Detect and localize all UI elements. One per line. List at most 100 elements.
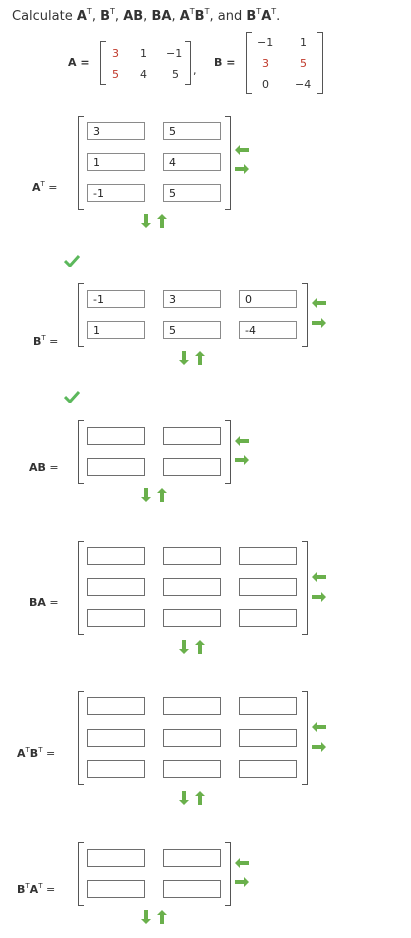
arrow-left-icon[interactable]	[312, 722, 326, 732]
arrow-right-icon[interactable]	[312, 592, 326, 602]
arrow-left-icon[interactable]	[312, 298, 326, 308]
arrow-right-icon[interactable]	[235, 164, 249, 174]
matrix-a-label: A =	[68, 56, 90, 69]
at-cell-3-2[interactable]	[163, 184, 221, 202]
matrix-b-entry: −1	[257, 36, 274, 49]
matrix-a-bracket-left	[100, 41, 106, 85]
arrow-up-icon[interactable]	[195, 351, 205, 365]
bt-bracket-left	[78, 283, 84, 347]
at-label: AT =	[32, 180, 58, 194]
bt-cell-1-3[interactable]	[239, 290, 297, 308]
matrix-a-entry: 3	[112, 47, 119, 60]
bt-cell-1-1[interactable]	[87, 290, 145, 308]
matrix-a-entry: 5	[172, 68, 179, 81]
matrix-b-entry: −4	[295, 78, 312, 91]
atbt-cell-1-3[interactable]	[239, 697, 297, 715]
atbt-cell-2-3[interactable]	[239, 729, 297, 747]
ba-bracket-left	[78, 541, 84, 635]
matrix-b-bracket-right	[317, 32, 323, 94]
matrix-a-bracket-right	[185, 41, 191, 85]
arrow-right-icon[interactable]	[312, 318, 326, 328]
matrix-a-entry: 1	[140, 47, 147, 60]
ab-cell-2-2[interactable]	[163, 458, 221, 476]
atbt-bracket-right	[302, 691, 308, 785]
btat-cell-2-2[interactable]	[163, 880, 221, 898]
matrix-a-entry: 4	[140, 68, 147, 81]
matrix-b-entry: 3	[262, 57, 269, 70]
atbt-bracket-left	[78, 691, 84, 785]
ab-bracket-left	[78, 420, 84, 484]
atbt-cell-3-1[interactable]	[87, 760, 145, 778]
bt-cell-1-2[interactable]	[163, 290, 221, 308]
btat-label: BTAT =	[17, 882, 56, 896]
arrow-right-icon[interactable]	[235, 455, 249, 465]
ba-bracket-right	[302, 541, 308, 635]
btat-cell-1-1[interactable]	[87, 849, 145, 867]
btat-cell-1-2[interactable]	[163, 849, 221, 867]
at-cell-1-2[interactable]	[163, 122, 221, 140]
atbt-cell-1-1[interactable]	[87, 697, 145, 715]
arrow-left-icon[interactable]	[312, 572, 326, 582]
ab-cell-2-1[interactable]	[87, 458, 145, 476]
ba-cell-3-3[interactable]	[239, 609, 297, 627]
at-cell-1-1[interactable]	[87, 122, 145, 140]
bt-cell-2-1[interactable]	[87, 321, 145, 339]
arrow-left-icon[interactable]	[235, 858, 249, 868]
at-bracket-right	[225, 116, 231, 210]
at-cell-2-2[interactable]	[163, 153, 221, 171]
at-cell-3-1[interactable]	[87, 184, 145, 202]
arrow-left-icon[interactable]	[235, 145, 249, 155]
atbt-cell-1-2[interactable]	[163, 697, 221, 715]
matrix-a-entry: 5	[112, 68, 119, 81]
arrow-left-icon[interactable]	[235, 436, 249, 446]
question-text: Calculate AT, BT, AB, BA, ATBT, and BTAT…	[12, 7, 281, 24]
arrow-down-icon[interactable]	[179, 791, 189, 805]
bt-bracket-right	[302, 283, 308, 347]
ba-cell-2-1[interactable]	[87, 578, 145, 596]
ab-cell-1-1[interactable]	[87, 427, 145, 445]
ba-cell-2-2[interactable]	[163, 578, 221, 596]
atbt-label: ATBT =	[17, 746, 56, 760]
ba-cell-2-3[interactable]	[239, 578, 297, 596]
ab-bracket-right	[225, 420, 231, 484]
arrow-up-icon[interactable]	[195, 640, 205, 654]
arrow-right-icon[interactable]	[235, 877, 249, 887]
arrow-down-icon[interactable]	[179, 351, 189, 365]
arrow-up-icon[interactable]	[157, 910, 167, 924]
atbt-cell-3-2[interactable]	[163, 760, 221, 778]
ba-cell-1-1[interactable]	[87, 547, 145, 565]
atbt-cell-3-3[interactable]	[239, 760, 297, 778]
ab-cell-1-2[interactable]	[163, 427, 221, 445]
atbt-cell-2-2[interactable]	[163, 729, 221, 747]
matrix-b-bracket-left	[246, 32, 252, 94]
arrow-up-icon[interactable]	[195, 791, 205, 805]
btat-bracket-left	[78, 842, 84, 906]
arrow-right-icon[interactable]	[312, 742, 326, 752]
ba-cell-1-2[interactable]	[163, 547, 221, 565]
checkmark-icon	[64, 255, 80, 267]
arrow-up-icon[interactable]	[157, 488, 167, 502]
arrow-down-icon[interactable]	[141, 910, 151, 924]
ba-cell-1-3[interactable]	[239, 547, 297, 565]
matrix-a-entry: −1	[166, 47, 183, 60]
atbt-cell-2-1[interactable]	[87, 729, 145, 747]
matrix-b-entry: 0	[262, 78, 269, 91]
bt-label: BT =	[33, 334, 59, 348]
matrix-b-label: B =	[214, 56, 236, 69]
arrow-down-icon[interactable]	[141, 214, 151, 228]
arrow-down-icon[interactable]	[141, 488, 151, 502]
arrow-up-icon[interactable]	[157, 214, 167, 228]
bt-cell-2-2[interactable]	[163, 321, 221, 339]
ba-label: BA =	[29, 596, 59, 609]
arrow-down-icon[interactable]	[179, 640, 189, 654]
btat-cell-2-1[interactable]	[87, 880, 145, 898]
matrix-b-entry: 1	[300, 36, 307, 49]
comma: ,	[193, 64, 197, 77]
at-bracket-left	[78, 116, 84, 210]
ba-cell-3-1[interactable]	[87, 609, 145, 627]
bt-cell-2-3[interactable]	[239, 321, 297, 339]
matrix-b-entry: 5	[300, 57, 307, 70]
checkmark-icon	[64, 391, 80, 403]
at-cell-2-1[interactable]	[87, 153, 145, 171]
ba-cell-3-2[interactable]	[163, 609, 221, 627]
